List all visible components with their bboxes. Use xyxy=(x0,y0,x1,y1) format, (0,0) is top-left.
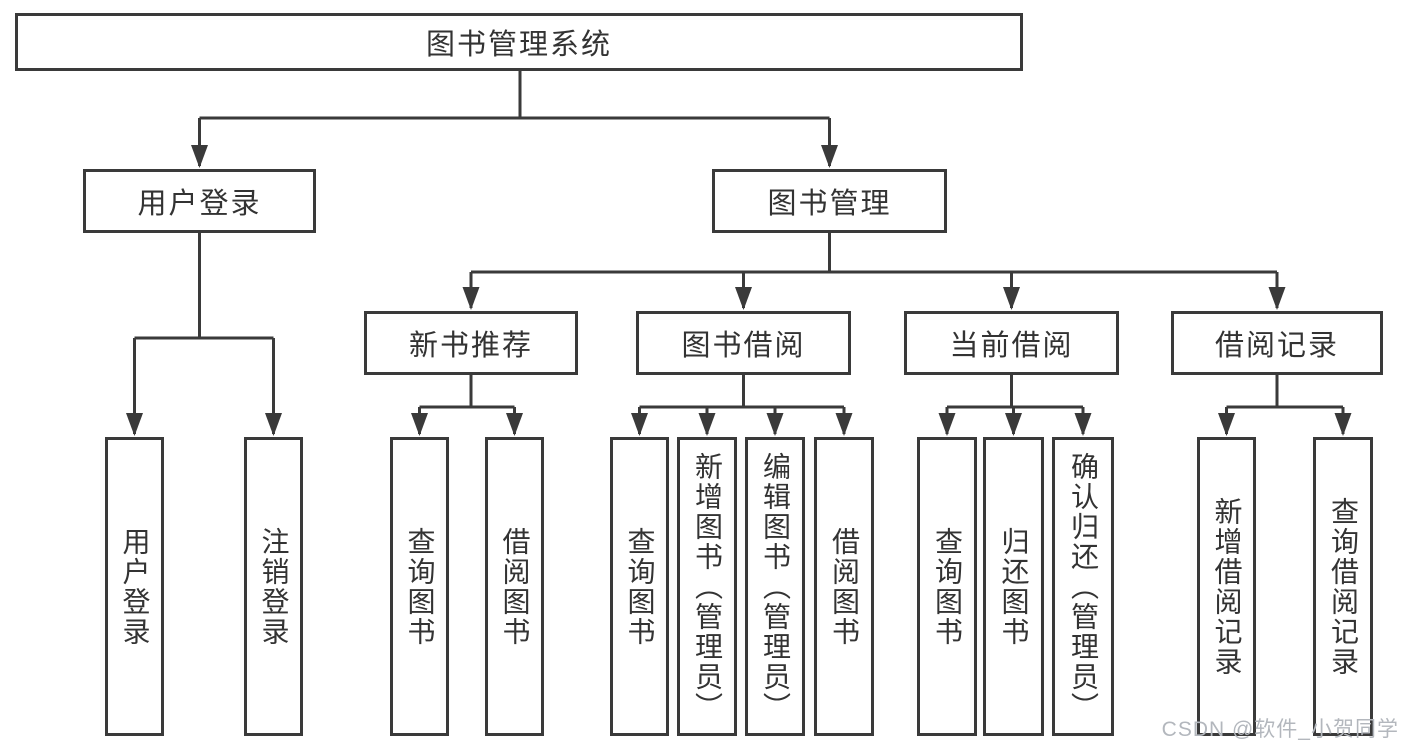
connector-records-branch xyxy=(1226,375,1343,409)
leaf-borrowing-edit-books-admin-label: 编辑图书（管理员） xyxy=(760,451,791,722)
leaf-borrowing-query-books: 查询图书 xyxy=(610,437,669,736)
leaf-records-add-record-label: 新增借阅记录 xyxy=(1211,496,1243,677)
leaf-logout: 注销登录 xyxy=(244,437,303,736)
leaf-user-login-label: 用户登录 xyxy=(119,526,151,647)
node-borrowing-records: 借阅记录 xyxy=(1171,311,1383,375)
connector-current-branch xyxy=(947,375,1083,409)
leaf-borrowing-edit-books-admin: 编辑图书（管理员） xyxy=(745,437,805,736)
connector-root-to-level2 xyxy=(199,71,830,120)
leaf-borrowing-borrow-books: 借阅图书 xyxy=(814,437,874,736)
connector-user-login-branch xyxy=(134,233,274,340)
leaf-current-return-books-label: 归还图书 xyxy=(998,526,1030,647)
leaf-user-login: 用户登录 xyxy=(105,437,164,736)
leaf-records-add-record: 新增借阅记录 xyxy=(1197,437,1256,736)
leaf-borrowing-query-books-label: 查询图书 xyxy=(624,526,656,647)
leaf-current-query-books: 查询图书 xyxy=(917,437,977,736)
node-book-management-label: 图书管理 xyxy=(767,188,892,220)
node-new-book-recommend: 新书推荐 xyxy=(364,311,578,375)
connector-book-management-branch xyxy=(471,233,1277,274)
node-current-borrowing: 当前借阅 xyxy=(904,311,1119,375)
node-current-borrowing-label: 当前借阅 xyxy=(949,330,1074,362)
leaf-current-return-books: 归还图书 xyxy=(983,437,1044,736)
connector-recommend-branch xyxy=(419,375,515,409)
node-book-management: 图书管理 xyxy=(712,169,947,233)
node-user-login: 用户登录 xyxy=(83,169,316,233)
leaf-records-query-record-label: 查询借阅记录 xyxy=(1328,496,1359,677)
node-library-management-system-label: 图书管理系统 xyxy=(425,29,612,61)
node-book-borrowing: 图书借阅 xyxy=(636,311,851,375)
node-new-book-recommend-label: 新书推荐 xyxy=(408,330,533,362)
leaf-recommend-borrow-books: 借阅图书 xyxy=(485,437,544,736)
leaf-borrowing-add-books-admin: 新增图书（管理员） xyxy=(677,437,737,736)
leaf-recommend-query-books: 查询图书 xyxy=(390,437,449,736)
watermark: CSDN @软件_小贺同学 xyxy=(1161,718,1399,741)
node-borrowing-records-label: 借阅记录 xyxy=(1214,330,1339,362)
leaf-recommend-query-books-label: 查询图书 xyxy=(404,526,436,647)
leaf-records-query-record: 查询借阅记录 xyxy=(1313,437,1373,736)
node-user-login-label: 用户登录 xyxy=(137,188,262,220)
leaf-borrowing-add-books-admin-label: 新增图书（管理员） xyxy=(692,451,723,722)
leaf-current-confirm-return-admin-label: 确认归还（管理员） xyxy=(1068,451,1099,722)
leaf-borrowing-borrow-books-label: 借阅图书 xyxy=(829,526,860,647)
leaf-current-query-books-label: 查询图书 xyxy=(932,526,963,647)
leaf-current-confirm-return-admin: 确认归还（管理员） xyxy=(1052,437,1114,736)
connector-borrowing-branch xyxy=(639,375,844,409)
node-book-borrowing-label: 图书借阅 xyxy=(681,330,806,362)
leaf-logout-label: 注销登录 xyxy=(258,526,290,647)
leaf-recommend-borrow-books-label: 借阅图书 xyxy=(499,526,531,647)
node-library-management-system: 图书管理系统 xyxy=(15,13,1023,71)
